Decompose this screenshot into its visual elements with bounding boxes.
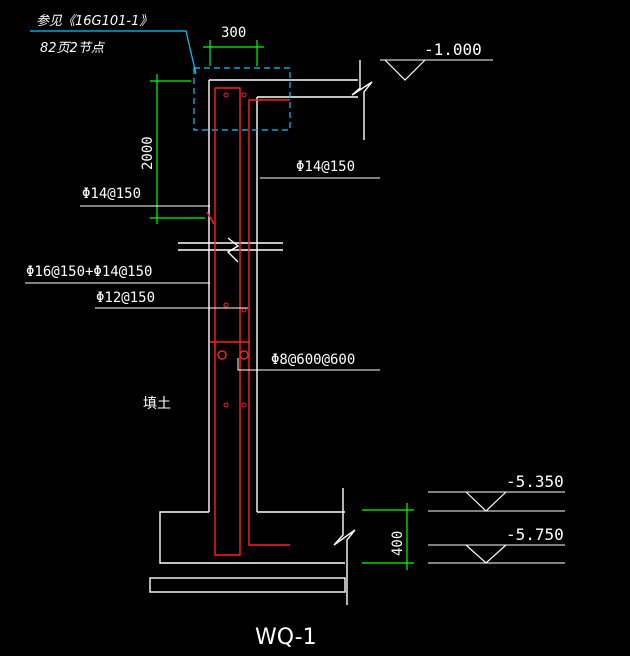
elevation-top: -1.000 <box>424 40 482 59</box>
reference-note-line2: 82页2节点 <box>40 41 106 56</box>
elevation-markers <box>384 59 507 564</box>
leader-lines <box>25 59 565 564</box>
dimension-400: 400 <box>390 531 406 556</box>
rebar-dots <box>223 92 247 408</box>
rebar-tie-label: Φ8@600@600 <box>271 352 355 368</box>
reference-note-line1: 参见《16G101-1》 <box>36 14 152 29</box>
rebar-outer-lower-label: Φ16@150+Φ14@150 <box>26 264 152 280</box>
rebar-lines <box>206 87 290 556</box>
dimension-2000: 2000 <box>140 136 156 170</box>
concrete-outline <box>149 60 373 605</box>
dimension-lines <box>150 40 414 570</box>
rebar-inner-top-label: Φ14@150 <box>296 159 355 175</box>
dimension-300: 300 <box>221 25 246 41</box>
reference-box <box>30 30 291 131</box>
fill-soil-label: 填土 <box>143 396 171 412</box>
elevation-bottom: -5.750 <box>506 525 564 544</box>
drawing-title: WQ-1 <box>255 625 317 650</box>
rebar-horizontal-label: Φ12@150 <box>96 290 155 306</box>
elevation-mid: -5.350 <box>506 472 564 491</box>
rebar-outer-top-label: Φ14@150 <box>82 186 141 202</box>
